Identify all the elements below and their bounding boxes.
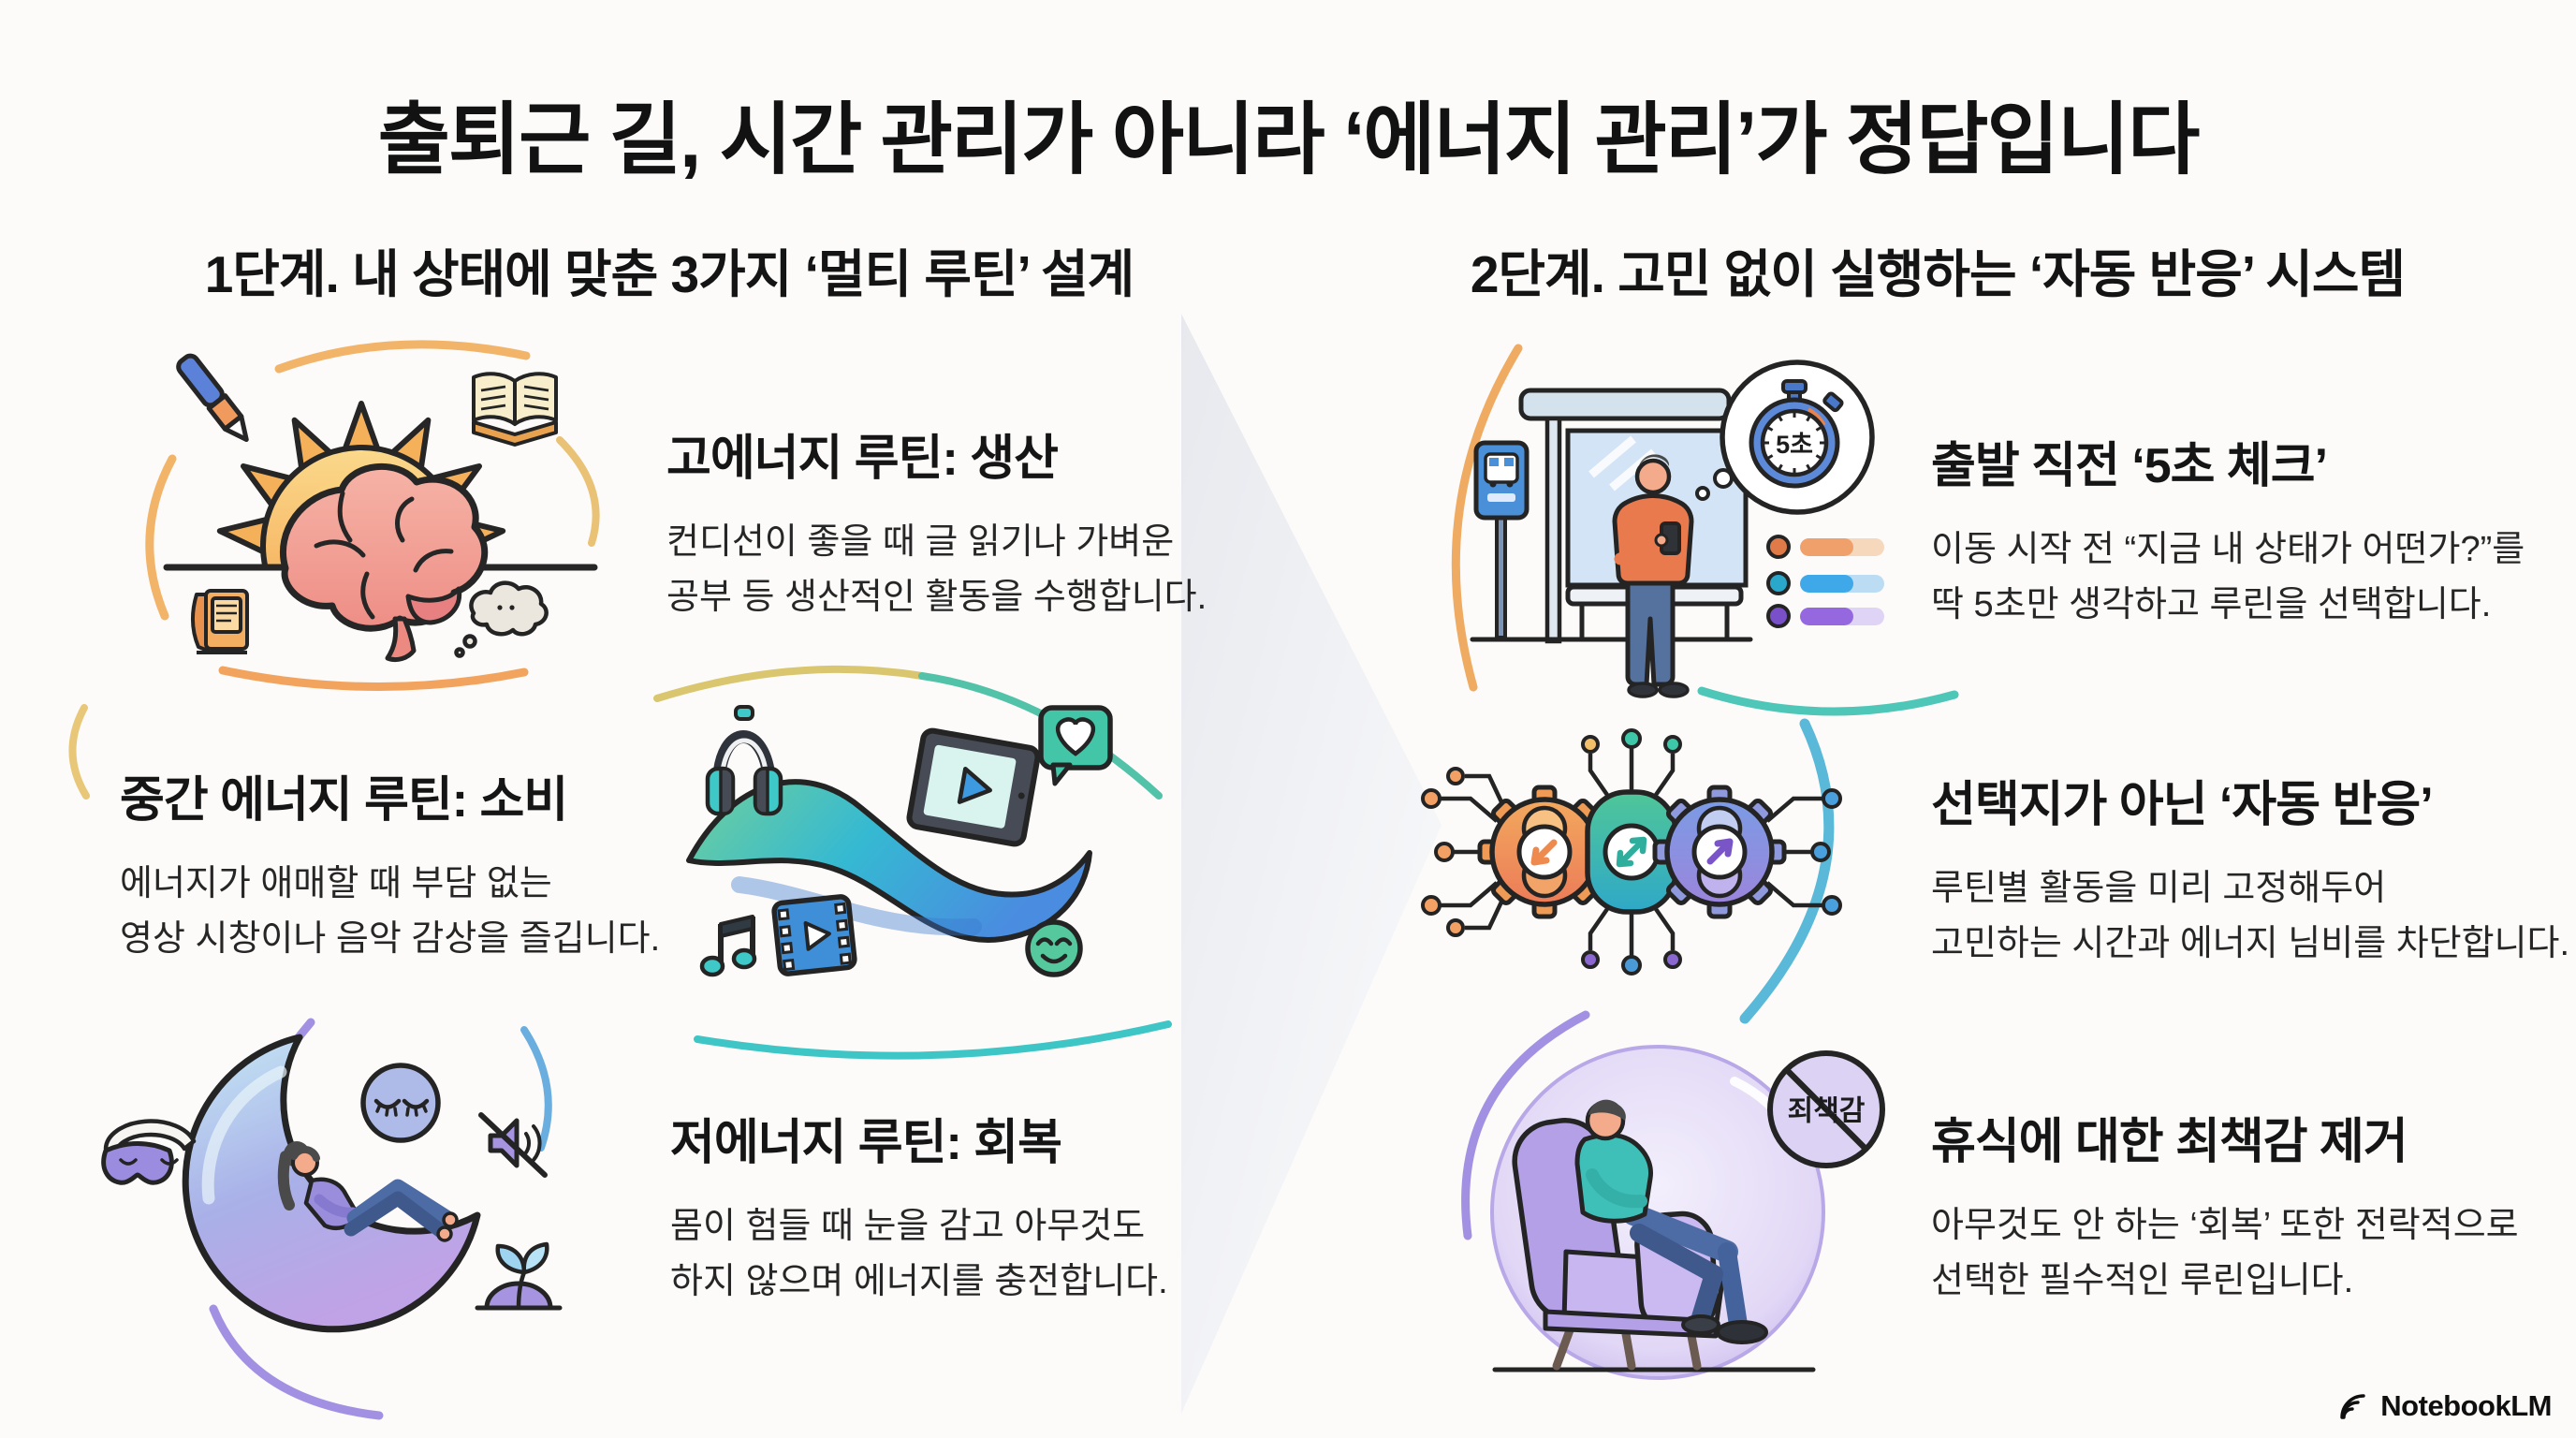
pen-icon [176,353,249,443]
notebook-icon [191,589,249,654]
step-title: 선택지가 아닌 ‘자동 반응’ [1931,778,2434,832]
step-5sec-check: 출발 직전 ‘5초 체크’ 이동 시작 전 “지금 내 상태가 어떤가?”를 딱… [1931,426,2525,633]
film-clip-icon [771,894,857,976]
guilt-badge-text: 죄책감 [1788,1096,1866,1127]
music-note-icon [699,915,757,977]
resting-person [277,1141,459,1242]
step-body-line2: 고민하는 시간과 에너지 님비를 차단합니다. [1931,924,2570,963]
auto-core-icon [1585,789,1678,915]
step-remove-guilt: 휴식에 대한 최책감 제거 아무것도 안 하는 ‘회복’ 또한 전락적으로 선택… [1931,1102,2519,1309]
routine-body-line1: 컨디선이 좋을 때 글 읽기나 가벼운 [666,522,1175,562]
routine-low-energy: 저에너지 루틴: 회복 몸이 험들 때 눈을 감고 아무것도 하지 않으며 에너… [670,1103,1168,1310]
step-body-line1: 아무것도 안 하는 ‘회복’ 또한 전락적으로 [1931,1206,2519,1245]
thought-cloud-icon [454,580,549,658]
step-title: 휴식에 대한 최책감 제거 [1931,1115,2408,1169]
step-body-line1: 루틴별 활동을 미리 고정해두어 [1931,869,2387,908]
open-book-icon [472,372,558,447]
sleep-mask-icon [101,1119,197,1185]
illustration-bus-stop-check: 5초 [1427,332,1924,716]
routine-body-line2: 영상 시창이나 음악 감상을 즐깁니다. [120,919,661,959]
footer-brand: NotebookLM [2337,1389,2552,1423]
routine-mid-energy: 중간 에너지 루틴: 소비 에너지가 애매할 때 부담 없는 영상 시창이나 음… [120,760,660,967]
stopwatch-icon: 5초 [1749,379,1844,489]
routine-high-energy: 고에너지 루틴: 생산 컨디선이 좋을 때 글 읽기나 가벼운 공부 등 생산적… [666,418,1207,625]
illustration-media-wave [646,651,1226,1034]
no-guilt-badge: 죄책감 [1767,1050,1885,1168]
step-body-line2: 딱 5초만 생각하고 루린을 선택합니다. [1931,585,2492,624]
gear-purple-icon [1652,785,1787,919]
routine-option-toggles [1766,535,1884,628]
routine-body-line2: 하지 않으며 에너지를 충전합니다. [670,1262,1168,1301]
routine-body-line1: 몸이 험들 때 눈을 감고 아무것도 [670,1207,1146,1246]
routine-title: 중간 에너지 루틴: 소비 [120,773,568,828]
illustration-crescent-moon-rest [89,1006,660,1409]
closed-eye-icon [360,1063,441,1143]
step-body-line1: 이동 시작 전 “지금 내 상태가 어떤가?”를 [1931,530,2525,569]
right-column-header: 2단계. 고민 없이 실행하는 ‘자동 반응’ 시스템 [1470,245,2406,303]
left-column-header: 1단계. 내 상태에 맞춘 3가지 ‘멀티 루틴’ 설계 [204,245,1135,303]
footer-brand-label: NotebookLM [2380,1389,2552,1422]
bus-stop-sign-icon [1473,440,1530,639]
routine-body-line1: 에너지가 애매할 때 부담 없는 [120,864,552,903]
notebooklm-logo-icon [2340,1394,2365,1419]
routine-body-line2: 공부 등 생산적인 활동을 수행합니다. [666,578,1208,617]
illustration-auto-gears [1399,716,1933,1025]
page-title: 출퇴근 길, 시간 관리가 아니라 ‘에너지 관리’가 정답입니다 [377,95,2201,183]
step-body-line2: 선택한 필수적인 루린입니다. [1931,1261,2354,1300]
mute-speaker-icon [478,1112,548,1178]
smiley-icon [1025,919,1083,977]
brain-icon [280,462,489,663]
illustration-brain-rising-sun [122,332,655,697]
routine-title: 저에너지 루틴: 회복 [670,1116,1062,1170]
resting-man [1574,1099,1768,1344]
routine-title: 고에너지 루틴: 생산 [666,432,1059,486]
heart-message-icon [1038,705,1113,786]
circuit-dots [1421,728,1842,976]
step-title: 출발 직전 ‘5초 체크’ [1931,439,2328,493]
sprout-icon [475,1241,563,1311]
headphones-icon [705,705,783,816]
commuter-person [1612,454,1694,698]
circuit-traces [1441,748,1822,956]
stopwatch-badge-text: 5초 [1776,431,1813,459]
tablet-play-icon [906,727,1041,847]
illustration-guilt-free-rest: 죄책감 [1456,1016,1933,1418]
step-auto-response: 선택지가 아닌 ‘자동 반응’ 루틴별 활동을 미리 고정해두어 고민하는 시간… [1931,765,2569,972]
thought-bubble-stopwatch: 5초 [1695,360,1875,515]
